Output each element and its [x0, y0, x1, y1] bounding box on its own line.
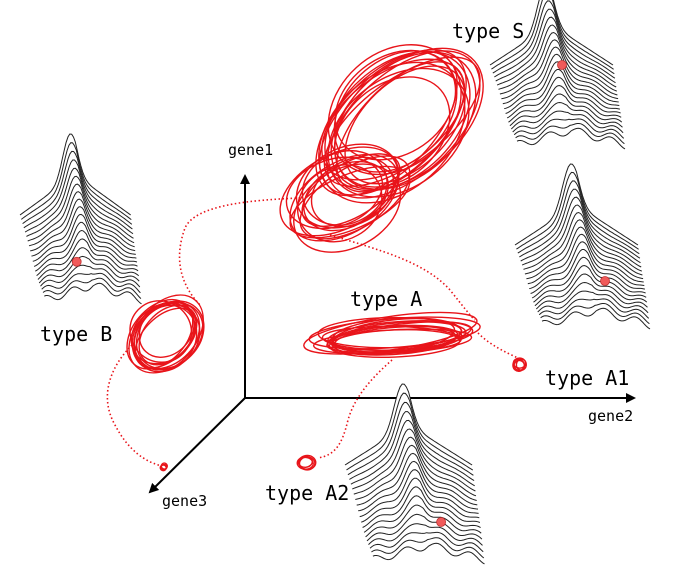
trail-a-to-a1 [477, 332, 519, 359]
state-ball [600, 276, 610, 286]
type-a2-landscape [344, 383, 485, 565]
landscape-contour [372, 542, 485, 565]
axes: gene1 gene2 gene3 [148, 141, 636, 510]
trajectory-loop [126, 298, 194, 370]
trail-s-to-a [329, 234, 476, 321]
gene3-axis [148, 397, 246, 494]
trajectory-loop [324, 51, 471, 192]
trajectory-loop [315, 50, 458, 197]
gene1-axis-label: gene1 [228, 141, 273, 159]
trajectory-loop [318, 49, 467, 196]
type-a1-label: type A1 [545, 366, 629, 390]
state-ball [557, 60, 567, 70]
type-a2-label: type A2 [265, 481, 349, 505]
type-a-attractor [303, 311, 481, 358]
state-labels: type S type A type A1 type A2 type B [40, 19, 629, 505]
trajectory-loop [301, 153, 401, 228]
trajectory-loop [279, 146, 399, 237]
landscape-contour [541, 307, 651, 330]
type-a1-landscape [514, 163, 651, 330]
trail-s-to-b [178, 197, 301, 306]
trajectory-loop [336, 61, 466, 193]
trajectory-loop [296, 164, 383, 243]
gene3-axis-label: gene3 [162, 492, 207, 510]
state-ball [71, 256, 82, 267]
trajectory-loop [327, 67, 470, 198]
trajectory-loop [317, 316, 463, 349]
gene2-axis-label: gene2 [588, 407, 633, 425]
trajectory-loop [328, 329, 461, 358]
type-s-landscape [489, 0, 626, 150]
trail-b-to-b-terminal [106, 344, 163, 467]
transition-trails [106, 197, 519, 467]
landscape-contour [44, 282, 142, 305]
type-b-landscape [19, 133, 142, 305]
trajectory-loop [289, 165, 411, 239]
type-s-attractor [279, 44, 484, 253]
type-s-label: type S [452, 19, 524, 43]
trajectory-loop [310, 156, 395, 228]
trajectory-loop [301, 150, 388, 226]
trajectory-loop [323, 56, 481, 187]
trajectory-loop [512, 358, 526, 373]
trajectory-loop [160, 462, 168, 470]
trajectory-loop [138, 301, 195, 358]
type-b-label: type B [40, 322, 112, 346]
type-a-label: type A [350, 287, 422, 311]
state-ball [436, 517, 447, 527]
type-a2-attractor [296, 454, 317, 471]
type-b-attractor [126, 294, 205, 374]
landscape-contour [516, 127, 626, 150]
trajectory-loop [326, 321, 472, 353]
trail-a-to-a2 [317, 359, 393, 459]
trajectory-loop [330, 47, 484, 190]
trajectory-loop [298, 456, 316, 471]
type-b-terminal-point [159, 462, 168, 472]
trajectory-loop [326, 50, 481, 199]
type-a1-attractor [512, 357, 527, 373]
